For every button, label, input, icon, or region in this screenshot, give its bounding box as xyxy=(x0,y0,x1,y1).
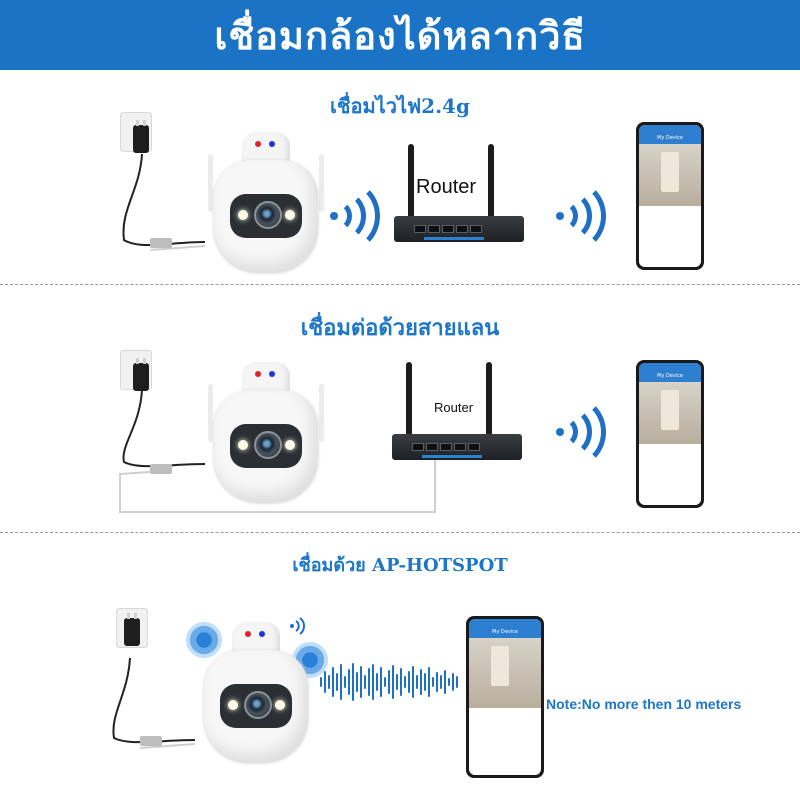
smartphone-icon: My Device xyxy=(636,360,704,508)
router-icon: Router xyxy=(394,144,524,242)
power-plug-icon xyxy=(133,358,149,391)
power-cable xyxy=(112,657,196,749)
section-wifi: เชื่อมไวไฟ2.4g xyxy=(0,70,800,284)
sound-wave-icon xyxy=(320,662,458,702)
router-label: Router xyxy=(416,176,477,198)
page-title: เชื่อมกล้องได้หลากวิธี xyxy=(214,13,586,58)
section-lan: เชื่อมต่อด้วยสายแลน Router xyxy=(0,286,800,532)
wifi-signal-icon xyxy=(556,180,606,252)
section-hotspot: เชื่อมด้วย AP-HOTSPOT xyxy=(0,534,800,800)
section-wifi-title: เชื่อมไวไฟ2.4g xyxy=(330,94,470,118)
signal-ripple xyxy=(186,622,222,658)
wifi-signal-icon xyxy=(290,617,305,635)
phone-app-title: My Device xyxy=(639,132,701,144)
section-divider xyxy=(0,284,800,285)
wifi-signal-icon xyxy=(556,396,606,468)
security-camera-icon xyxy=(208,132,324,272)
header-banner: เชื่อมกล้องได้หลากวิธี xyxy=(0,0,800,70)
security-camera-icon xyxy=(204,622,308,762)
smartphone-icon: My Device xyxy=(636,122,704,270)
router-icon: Router xyxy=(392,362,522,460)
wifi-signal-icon xyxy=(330,180,380,252)
power-plug-icon xyxy=(133,120,149,153)
section-lan-title: เชื่อมต่อด้วยสายแลน xyxy=(300,316,500,341)
security-camera-icon xyxy=(208,362,324,502)
smartphone-icon: My Device xyxy=(466,616,544,778)
router-label: Router xyxy=(434,400,474,415)
section-hotspot-title: เชื่อมด้วย AP-HOTSPOT xyxy=(292,555,508,576)
distance-note: Note:No more then 10 meters xyxy=(546,696,742,712)
phone-app-title: My Device xyxy=(639,370,701,382)
section-divider xyxy=(0,532,800,533)
phone-app-title: My Device xyxy=(469,626,541,638)
power-plug-icon xyxy=(124,613,140,646)
power-cable xyxy=(122,153,206,251)
